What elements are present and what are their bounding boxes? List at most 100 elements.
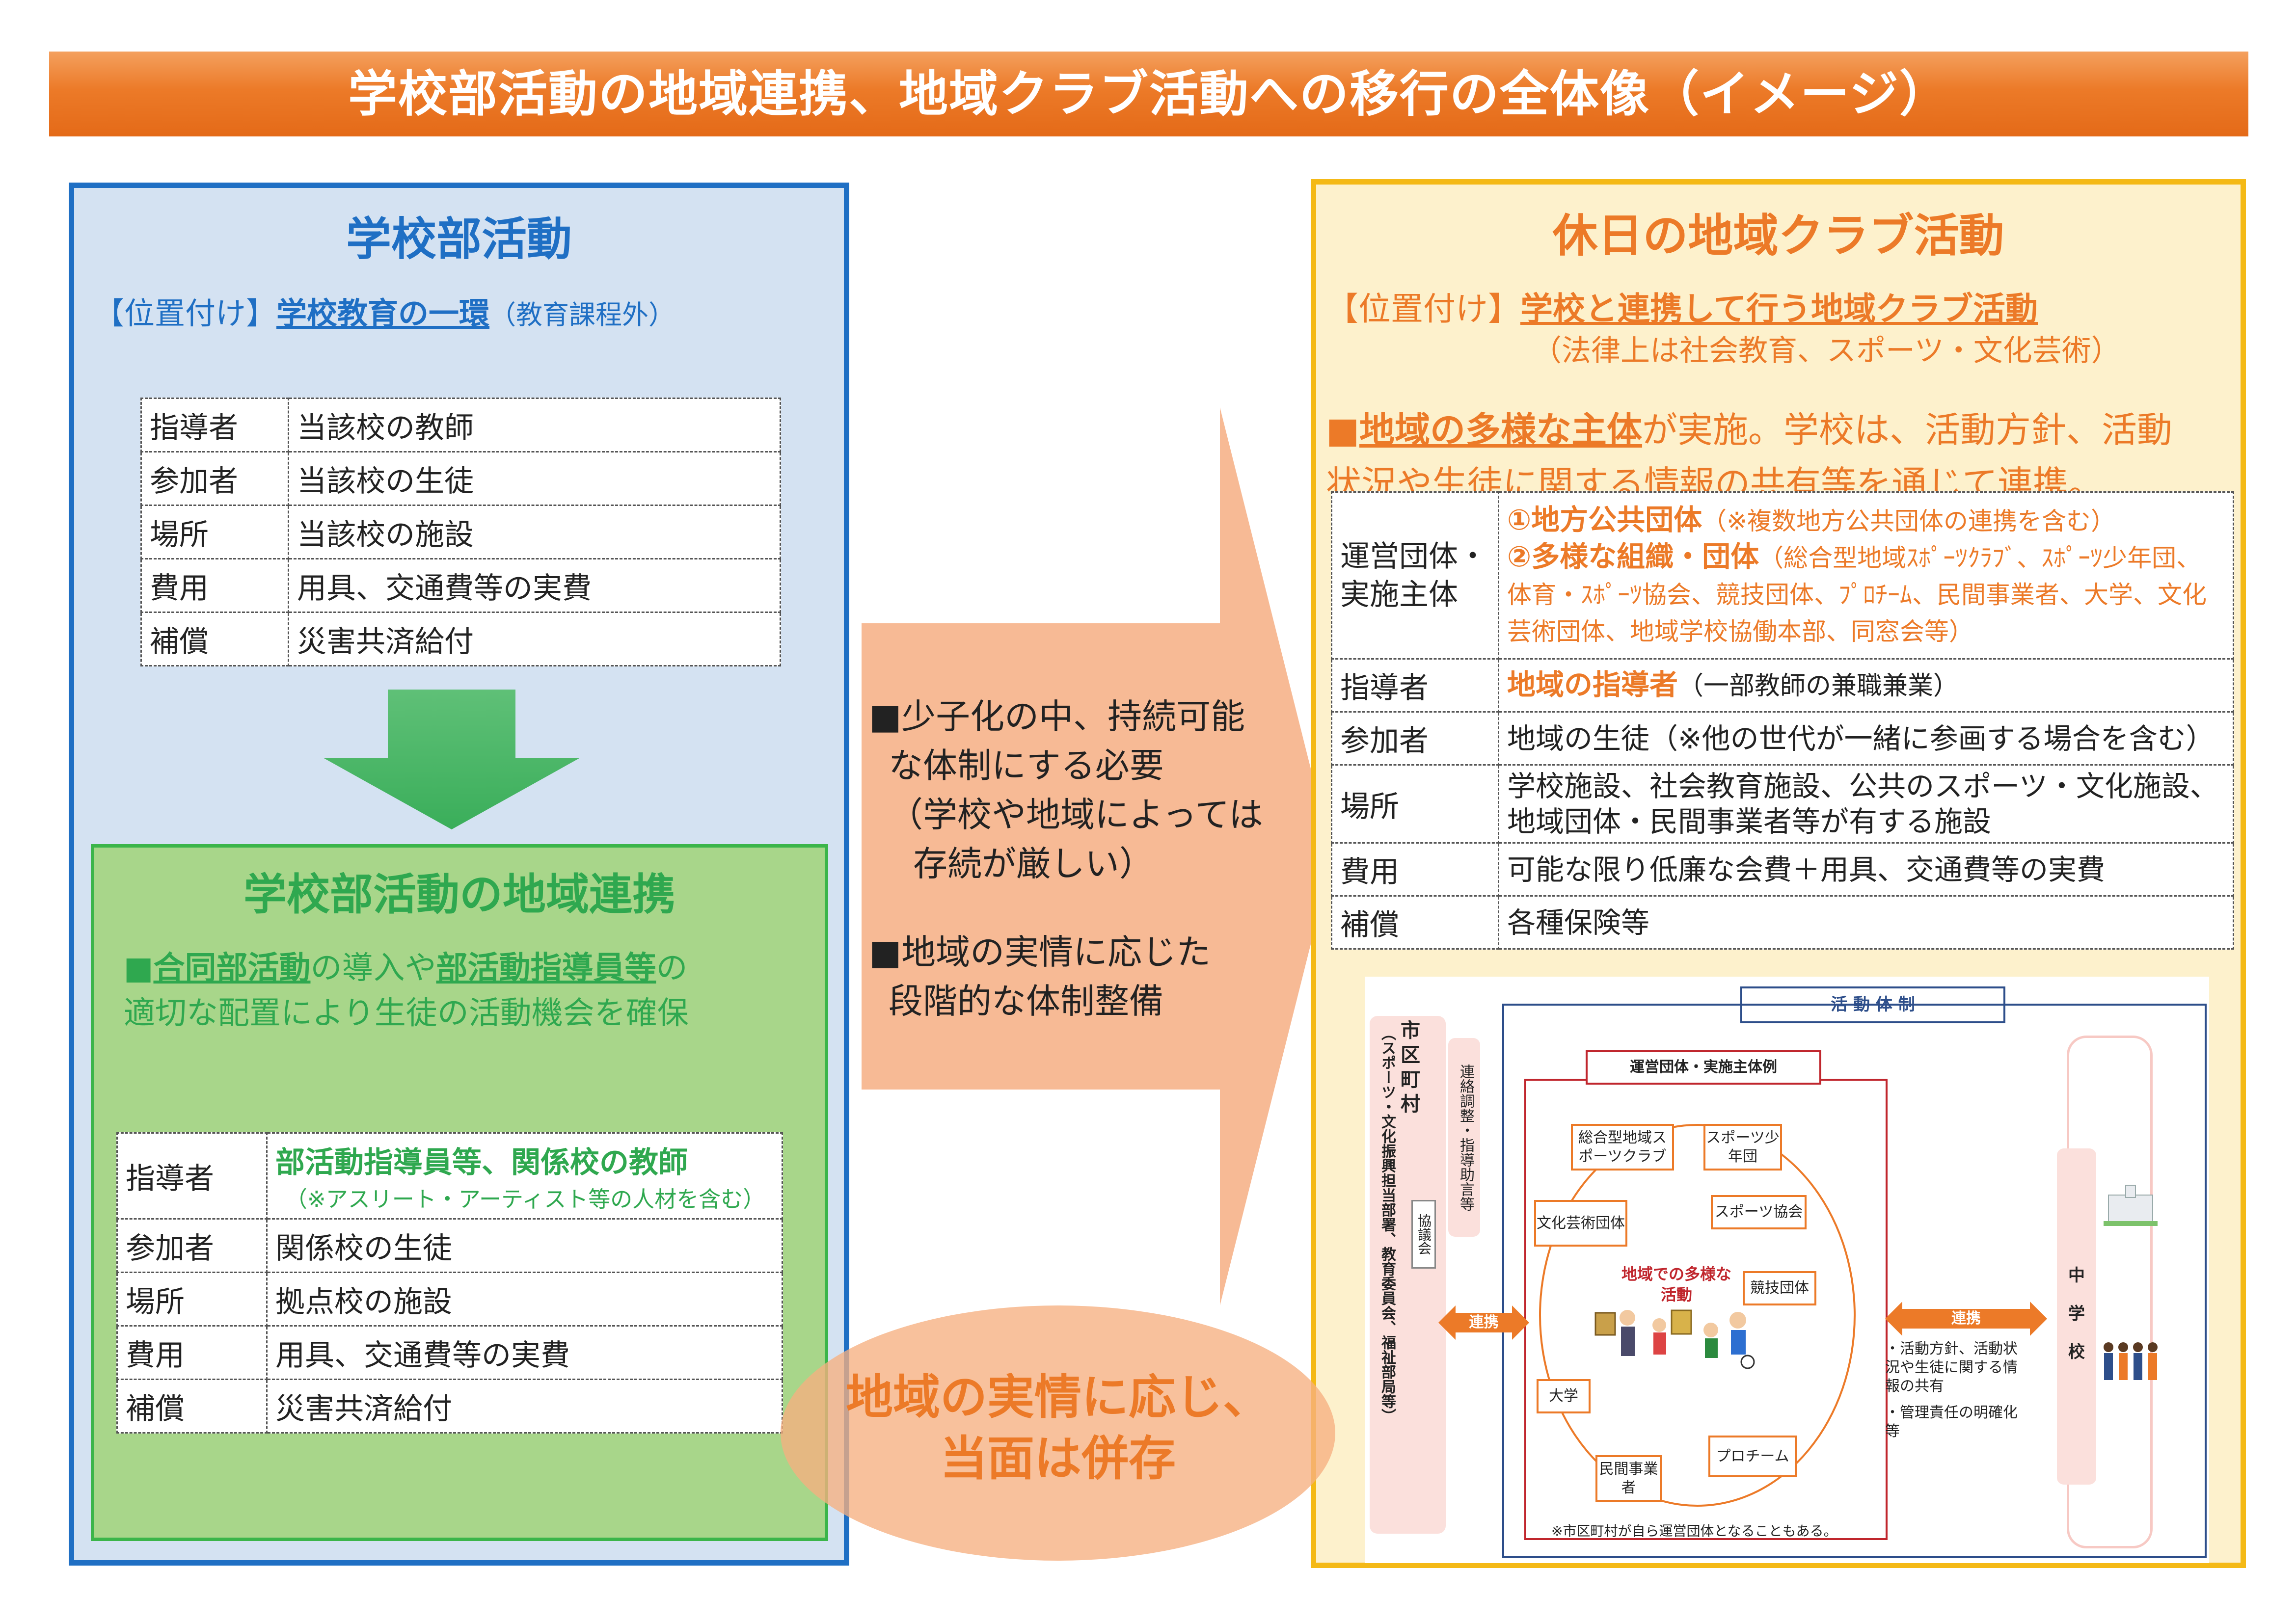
row-key: 費用 [1331,842,1499,897]
bullet: ■ [124,950,154,986]
coexist-line: 地域の実情に応じ、 [846,1370,1270,1425]
bullet-line: （学校や地域によっては [889,795,1263,835]
table-row: 費用用具、交通費等の実費 [116,1325,783,1380]
row-key: 指導者 [140,398,289,452]
row-value: 学校施設、社会教育施設、公共のスポーツ・文化施設、地域団体・民間事業者等が有する… [1498,764,2234,844]
coexist-ellipse [781,1305,1335,1561]
bullet-line: ■地域の実情に応じた [869,932,1211,972]
middle-bullet-1: ■少子化の中、持続可能 な体制にする必要 （学校や地域によっては 存続が厳しい） [869,692,1311,888]
table-row: 補償災害共済給付 [116,1379,783,1434]
position-main: 学校と連携して行う地域クラブ活動 [1520,290,2038,328]
city-column [1370,1016,1446,1534]
position-paren: （教育課程外） [489,299,675,330]
row-value: 部活動指導員等、関係校の教師 （※アスリート・アーティスト等の人材を含む） [266,1132,783,1220]
row-key: 指導者 [116,1132,268,1220]
org-box: 大学 [1537,1379,1591,1413]
row-key: 参加者 [1331,711,1499,766]
row-value: 当該校の生徒 [288,451,781,506]
org-box: スポーツ協会 [1711,1195,1807,1229]
position-label: 【位置付け】 [1326,290,1520,328]
row-key: 指導者 [1331,658,1499,713]
bullet-line: ■少子化の中、持続可能 [869,696,1245,737]
regional-collab-panel: 学校部活動の地域連携 ■合同部活動の導入や部活動指導員等の 適切な配置により生徒… [91,844,828,1541]
desc-emphasis: 地域の多様な主体 [1359,409,1643,451]
row-value: 地域の生徒（※他の世代が一緒に参画する場合を含む） [1498,711,2234,766]
org-2: ②多様な組織・団体 [1507,539,1759,573]
row-value: 当該校の教師 [288,398,781,452]
coexist-label: 地域の実情に応じ、 当面は併存 [781,1367,1335,1490]
row-key: 参加者 [140,451,289,506]
org-box: 競技団体 [1743,1271,1816,1305]
row-value: 用具、交通費等の実費 [288,558,781,613]
row-value: 地域の指導者（一部教師の兼職兼業） [1498,658,2234,713]
table-row: 場所学校施設、社会教育施設、公共のスポーツ・文化施設、地域団体・民間事業者等が有… [1331,764,2234,844]
bullet-line: な体制にする必要 [889,745,1164,786]
coordination-label: 連絡調整・指導助言等 [1448,1038,1480,1237]
school-club-title: 学校部活動 [346,213,572,266]
leader-main: 地域の指導者 [1507,668,1678,701]
school-club-table: 指導者当該校の教師 参加者当該校の生徒 場所当該校の施設 費用用具、交通費等の実… [140,398,781,666]
link-left-label: 連携 [1469,1314,1499,1331]
table-row: 費用用具、交通費等の実費 [140,558,781,613]
leader-note: （※アスリート・アーティスト等の人材を含む） [285,1186,765,1212]
table-row: 指導者 部活動指導員等、関係校の教師 （※アスリート・アーティスト等の人材を含む） [116,1132,783,1220]
desc-text: が実施。学校は、活動方針、活動 [1642,409,2173,451]
bullet-line: 存続が厳しい） [913,844,1154,884]
leader-main: 部活動指導員等、関係校の教師 [275,1145,688,1180]
row-value: 拠点校の施設 [266,1272,783,1327]
row-key: 場所 [116,1272,268,1327]
link-arrow-right-icon [1885,1302,2047,1336]
community-club-title: 休日の地域クラブ活動 [1552,210,2004,262]
row-key: 費用 [140,558,289,613]
row-key: 補償 [140,612,289,666]
center-label: 地域での多様な活動 [1621,1265,1731,1304]
down-arrow-icon [324,690,579,829]
table-row: 場所拠点校の施設 [116,1272,783,1327]
desc-line2: 適切な配置により生徒の活動機会を確保 [124,995,689,1032]
table-row: 場所当該校の施設 [140,505,781,559]
right-note-2: ・管理責任の明確化等 [1885,1404,2018,1440]
org-box: プロチーム [1708,1436,1797,1477]
link-arrow-left-icon [1438,1305,1529,1340]
regional-collab-desc: ■合同部活動の導入や部活動指導員等の 適切な配置により生徒の活動機会を確保 [124,946,811,1036]
desc-emphasis: 合同部活動 [153,950,311,986]
row-key: 補償 [1331,895,1499,950]
table-row: 参加者当該校の生徒 [140,451,781,506]
org-header: 運営団体・実施主体例 [1586,1050,1821,1085]
table-row: 参加者地域の生徒（※他の世代が一緒に参画する場合を含む） [1331,711,2234,766]
right-note-1: ・活動方針、活動状況や生徒に関する情報の共有 [1885,1340,2018,1395]
bullet: ■ [1326,409,1360,451]
table-row: 指導者当該校の教師 [140,398,781,452]
table-row: 運営団体・実施主体 ①地方公共団体（※複数地方公共団体の連携を含む） ②多様な組… [1331,491,2234,660]
org-box: 民間事業者 [1595,1455,1662,1502]
school-label: 中学校 [2068,1266,2085,1362]
city-sub: （スポーツ・文化振興担当部署、教育委員会、福祉部局等） [1378,1026,1396,1423]
activity-system-diagram: 活 動 体 制 市区町村 （スポーツ・文化振興担当部署、教育委員会、福祉部局等）… [1365,977,2209,1563]
council-label: 協議会 [1411,1200,1436,1269]
position-sub: （法律上は社会教育、スポーツ・文化芸術） [1532,334,2121,368]
row-key: 運営団体・実施主体 [1331,491,1499,660]
row-value: 可能な限り低廉な会費＋用具、交通費等の実費 [1498,842,2234,897]
org-box: 文化芸術団体 [1534,1200,1627,1247]
school-club-position: 【位置付け】学校教育の一環（教育課程外） [94,289,675,333]
row-value: 各種保険等 [1498,895,2234,950]
students-icon [2104,1342,2158,1380]
school-building-icon [2104,1185,2158,1226]
leader-note: （一部教師の兼職兼業） [1678,671,1959,701]
row-key: 参加者 [116,1218,268,1273]
footnote: ※市区町村が自ら運営団体となることもある。 [1551,1523,1837,1539]
desc-emphasis: 部活動指導員等 [436,950,656,986]
table-row: 費用可能な限り低廉な会費＋用具、交通費等の実費 [1331,842,2234,897]
position-main: 学校教育の一環 [276,295,490,331]
desc-text: の [656,950,688,986]
regional-collab-title: 学校部活動の地域連携 [243,869,675,920]
row-value: ①地方公共団体（※複数地方公共団体の連携を含む） ②多様な組織・団体（総合型地域… [1498,491,2234,660]
org-box: 総合型地域スポーツクラブ [1571,1124,1674,1171]
community-club-position: 【位置付け】学校と連携して行う地域クラブ活動 [1326,283,2038,330]
row-key: 費用 [116,1325,268,1380]
org-2-note: （総合型地域ｽﾎﾟｰﾂｸﾗﾌﾞ、ｽﾎﾟｰﾂ少年団、体育・ｽﾎﾟｰﾂ協会、競技団体… [1507,543,2207,646]
row-key: 場所 [1331,764,1499,844]
org-1: ①地方公共団体 [1507,503,1702,536]
page-title: 学校部活動の地域連携、地域クラブ活動への移行の全体像（イメージ） [49,52,2248,136]
desc-text: の導入や [310,950,436,986]
